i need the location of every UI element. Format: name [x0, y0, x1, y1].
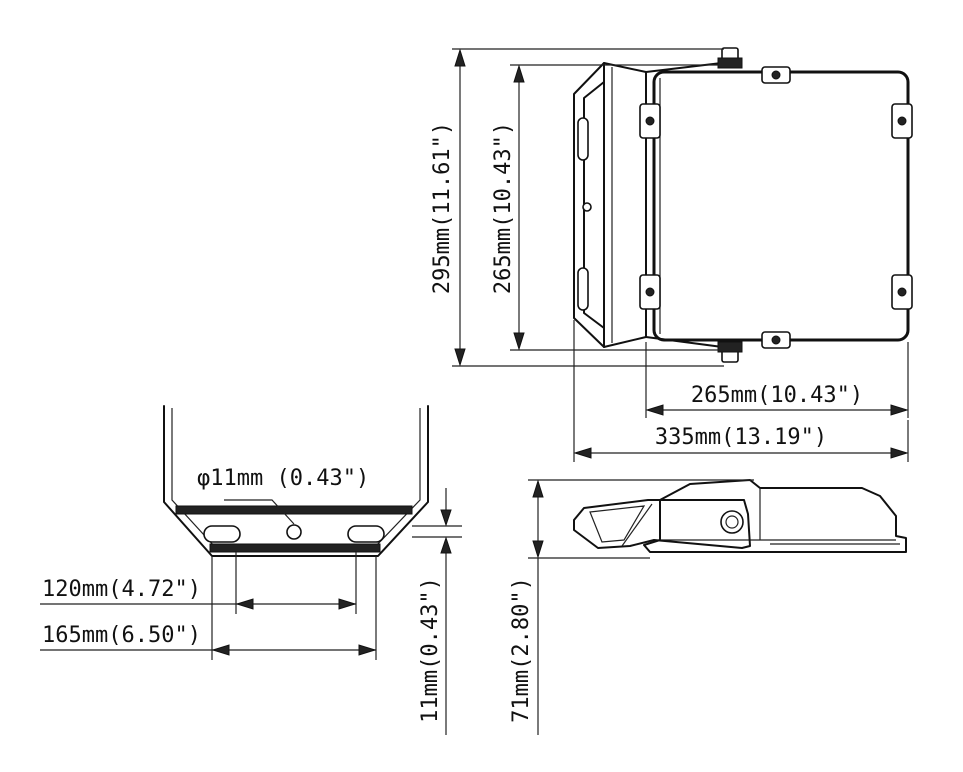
label-front-height-overall: 295mm(11.61") [430, 122, 455, 294]
label-bracket-hole: φ11mm (0.43") [197, 466, 369, 491]
dim-front-height-overall: 295mm(11.61") [430, 48, 724, 367]
bracket-u-outline [163, 405, 429, 557]
bracket-plate-top [175, 505, 413, 515]
side-pivot-knob [720, 510, 744, 534]
side-housing [643, 479, 907, 553]
dim-bracket-outer-spacing: 165mm(6.50") [40, 556, 377, 660]
label-front-height-inner: 265mm(10.43") [491, 122, 516, 294]
label-side-height: 71mm(2.80") [509, 577, 534, 723]
front-view [573, 47, 913, 363]
front-clips [639, 66, 913, 349]
dim-bracket-slot-spacing: 120mm(4.72") [40, 552, 357, 614]
label-front-width-overall: 335mm(13.19") [655, 425, 827, 450]
dim-front-height-inner: 265mm(10.43") [491, 64, 730, 351]
label-bracket-outer-spacing: 165mm(6.50") [42, 623, 201, 648]
front-knobs [717, 47, 743, 363]
bracket-plate-bottom [209, 543, 381, 553]
label-bracket-thickness: 11mm(0.43") [418, 577, 443, 723]
dim-side-height: 71mm(2.80") [509, 479, 754, 735]
side-view [573, 479, 907, 553]
front-center-hole [582, 202, 592, 212]
bracket-hole [286, 524, 302, 540]
dim-front-width-inner: 265mm(10.43") [645, 342, 909, 418]
bracket-view: φ11mm (0.43") [163, 405, 429, 557]
bracket-slot-left [203, 525, 241, 543]
label-front-width-inner: 265mm(10.43") [691, 383, 863, 408]
dim-bracket-thickness: 11mm(0.43") [412, 488, 462, 735]
front-slot-bottom [577, 267, 589, 311]
side-bracket-arm [573, 499, 751, 549]
dim-front-width-overall: 335mm(13.19") [573, 320, 909, 462]
label-bracket-slot-spacing: 120mm(4.72") [42, 577, 201, 602]
front-housing [652, 70, 910, 342]
front-slot-top [577, 117, 589, 161]
bracket-slot-right [347, 525, 385, 543]
